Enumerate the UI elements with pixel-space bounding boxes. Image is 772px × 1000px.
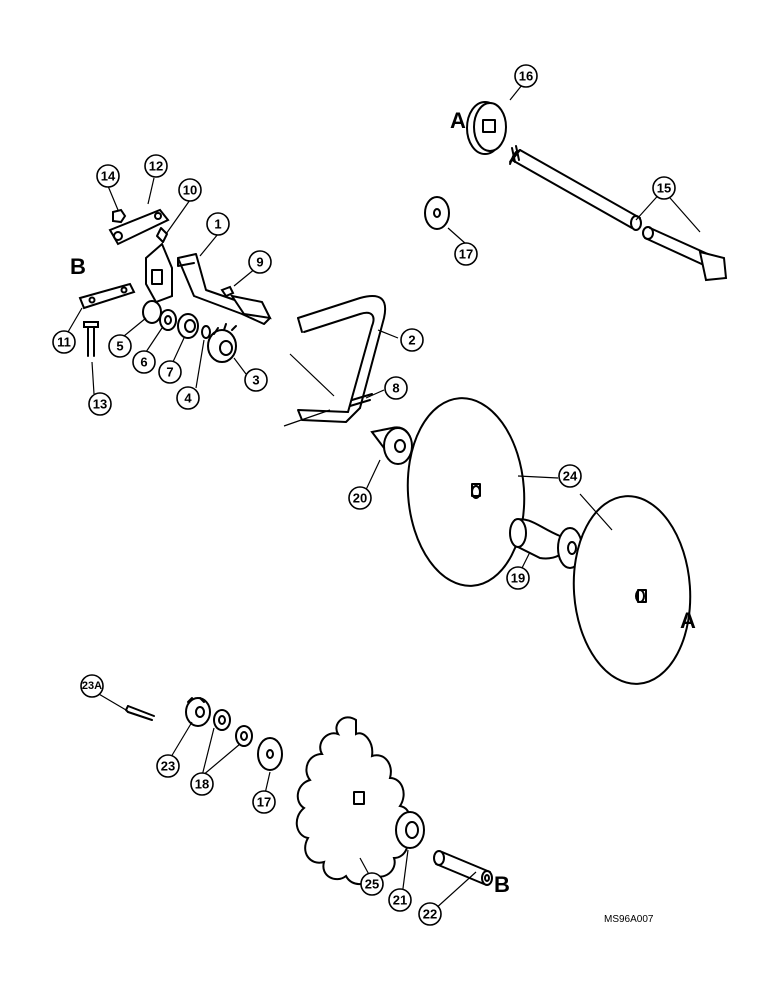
part-25-notched-disc: [295, 716, 412, 885]
part-24-disc-rear: [572, 495, 692, 685]
callout-15: 15: [652, 176, 676, 200]
svg-text:12: 12: [149, 159, 163, 174]
ref-letter-a-upper: A: [450, 108, 466, 133]
svg-text:15: 15: [657, 181, 671, 196]
callout-17-lower: 17: [252, 790, 276, 814]
part-3-collar: [207, 323, 237, 363]
drawing-code: MS96A007: [604, 914, 654, 925]
svg-text:3: 3: [252, 373, 259, 388]
svg-text:19: 19: [511, 571, 525, 586]
svg-text:9: 9: [256, 255, 263, 270]
svg-text:7: 7: [166, 365, 173, 380]
part-20-spacer-hub: [370, 426, 413, 465]
part-18-washer-a: [213, 709, 231, 731]
callout-5: 5: [108, 334, 132, 358]
callout-24: 24: [558, 464, 582, 488]
callout-23: 23: [156, 754, 180, 778]
part-6-washer: [159, 309, 177, 331]
callout-12: 12: [144, 154, 168, 178]
callout-23A: 23A: [80, 674, 104, 698]
callout-21: 21: [388, 888, 412, 912]
callout-2: 2: [400, 328, 424, 352]
part-18-washer-b: [235, 725, 253, 747]
callout-11: 11: [52, 330, 76, 354]
svg-text:23A: 23A: [82, 680, 102, 692]
svg-text:18: 18: [195, 777, 209, 792]
part-2-spring-arm: [297, 295, 387, 423]
part-22-spacer-tube: [433, 850, 493, 886]
svg-text:17: 17: [257, 795, 271, 810]
part-1-bracket: [177, 253, 272, 325]
svg-text:14: 14: [101, 169, 116, 184]
svg-text:16: 16: [519, 69, 533, 84]
svg-text:1: 1: [214, 217, 221, 232]
svg-text:17: 17: [459, 247, 473, 262]
callout-16: 16: [514, 64, 538, 88]
part-17-washer-upper: [424, 196, 450, 230]
callout-4: 4: [176, 386, 200, 410]
svg-text:11: 11: [57, 335, 71, 350]
callout-9: 9: [248, 250, 272, 274]
svg-text:8: 8: [392, 381, 399, 396]
part-4-small-ring: [201, 325, 211, 339]
callout-13: 13: [88, 392, 112, 416]
part-16-washer: [466, 101, 507, 155]
callout-1: 1: [206, 212, 230, 236]
callout-3: 3: [244, 368, 268, 392]
part-19-spacer-spool: [509, 518, 583, 569]
part-17-washer-lower: [257, 737, 283, 771]
callout-8: 8: [384, 376, 408, 400]
svg-text:13: 13: [93, 397, 107, 412]
callout-6: 6: [132, 350, 156, 374]
part-8-pin: [349, 393, 373, 407]
part-23A-cotter-pin: [125, 705, 155, 721]
ref-letter-b-upper: B: [70, 254, 86, 279]
callout-20: 20: [348, 486, 372, 510]
callout-22: 22: [418, 902, 442, 926]
part-12-arm: [108, 208, 170, 246]
part-11-plate: [78, 282, 136, 310]
part-10-scraper-head: [145, 227, 173, 304]
part-24-disc-front: [406, 397, 526, 587]
callout-7: 7: [158, 360, 182, 384]
part-7-bushing: [177, 313, 199, 339]
part-9-bolt: [220, 285, 235, 298]
callout-10: 10: [178, 178, 202, 202]
svg-text:4: 4: [184, 391, 192, 406]
svg-text:2: 2: [408, 333, 415, 348]
callout-14: 14: [96, 164, 120, 188]
part-13-bolt: [83, 321, 99, 357]
part-14-nut: [112, 208, 127, 224]
callout-17-upper: 17: [454, 242, 478, 266]
svg-text:6: 6: [140, 355, 147, 370]
part-15-axle-bolt: [509, 145, 728, 282]
svg-text:10: 10: [183, 183, 197, 198]
svg-text:5: 5: [116, 339, 123, 354]
svg-text:23: 23: [161, 759, 175, 774]
svg-text:20: 20: [353, 491, 367, 506]
callout-19: 19: [506, 566, 530, 590]
svg-text:21: 21: [393, 893, 407, 908]
ref-letter-b-lower: B: [494, 872, 510, 897]
svg-text:24: 24: [563, 469, 578, 484]
part-23-castle-nut: [185, 697, 211, 727]
svg-text:22: 22: [423, 907, 437, 922]
part-21-hub: [395, 811, 425, 849]
svg-text:25: 25: [365, 877, 379, 892]
ref-letter-a-lower: A: [680, 608, 696, 633]
callout-25: 25: [360, 872, 384, 896]
part-5-snap-ring: [142, 300, 162, 324]
callout-18: 18: [190, 772, 214, 796]
